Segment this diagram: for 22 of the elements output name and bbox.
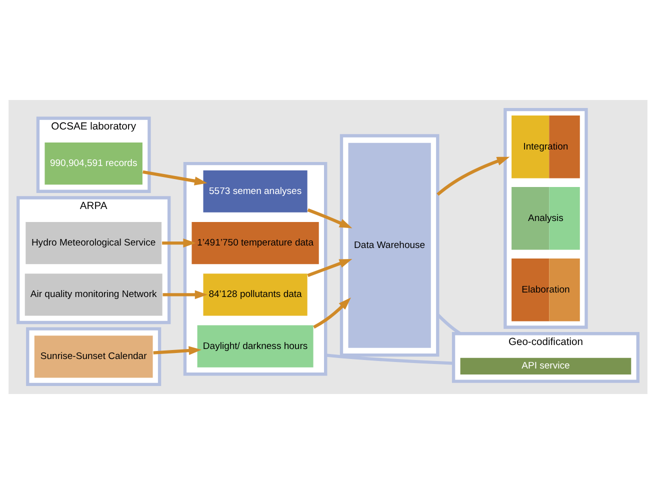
arrow	[436, 156, 510, 196]
node-box: Data Warehouse	[347, 142, 432, 349]
cluster	[504, 108, 588, 329]
node-box: API service	[460, 357, 632, 376]
node-box: 1’491’750 temperature data	[190, 221, 320, 265]
cluster	[26, 327, 162, 386]
arrow	[153, 346, 202, 356]
node-box: Hydro Meteorological Service	[24, 221, 162, 265]
node-box: 84’128 pollutants data	[202, 272, 308, 317]
arrow	[162, 238, 196, 248]
arrow	[142, 170, 208, 186]
connector	[325, 354, 454, 365]
node-box: Air quality monitoring Network	[24, 272, 164, 317]
node-box: Daylight/ darkness hours	[196, 324, 314, 368]
connector	[436, 313, 462, 335]
arrow	[307, 208, 352, 228]
arrow	[313, 297, 351, 329]
node-box: 5573 semen analyses	[202, 170, 308, 214]
node-box: Sunrise-Sunset Calendar	[34, 334, 154, 378]
arrow	[162, 290, 208, 300]
arrow	[307, 258, 352, 277]
node-box: 990,904,591 records	[44, 142, 144, 186]
